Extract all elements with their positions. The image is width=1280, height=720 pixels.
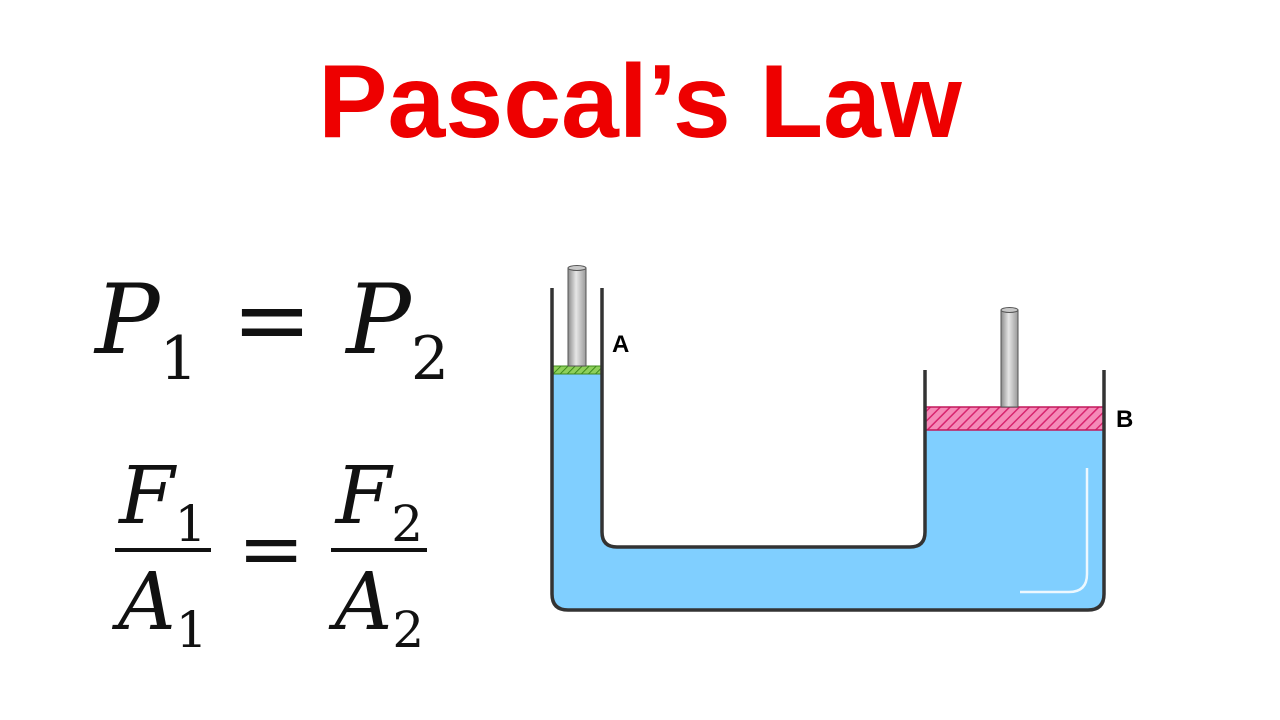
hydraulic-fluid <box>552 374 1104 610</box>
piston-a <box>551 365 603 375</box>
eq1-operator: = <box>231 264 313 376</box>
eq2-operator: = <box>237 502 305 595</box>
piston-b <box>924 406 1105 431</box>
left-num-var: F <box>119 449 175 542</box>
piston-b-label: B <box>1116 406 1133 433</box>
left-den-sub: 1 <box>175 601 208 659</box>
right-den-sub: 2 <box>392 601 425 659</box>
fluid-highlight <box>1020 468 1089 594</box>
left-num-sub: 1 <box>174 495 207 553</box>
left-fraction: F1 A1 <box>112 456 214 656</box>
right-num-sub: 2 <box>391 495 424 553</box>
left-den-var: A <box>118 555 176 648</box>
piston-a-rod-cap <box>567 265 587 271</box>
eq1-right-sub: 2 <box>410 324 449 394</box>
piston-b-rod-cap <box>1000 307 1019 313</box>
container-inner-walls <box>600 288 927 549</box>
page-title: Pascal’s Law <box>318 44 962 160</box>
left-numerator: F1 <box>113 456 212 550</box>
piston-a-label: A <box>612 331 629 358</box>
right-den-var: A <box>334 555 393 648</box>
pressure-equation: P1=P2 <box>95 272 449 389</box>
piston-a-rod <box>567 267 587 367</box>
right-num-var: F <box>335 449 392 542</box>
eq1-right-var: P <box>346 264 411 376</box>
right-fraction-bar <box>331 548 428 552</box>
right-numerator: F2 <box>330 456 429 550</box>
container-walls <box>550 288 1106 612</box>
force-area-equation: F1 A1 = F2 A2 <box>112 456 431 656</box>
left-denominator: A1 <box>112 552 214 656</box>
right-fraction: F2 A2 <box>329 456 431 656</box>
eq1-left-var: P <box>95 264 160 376</box>
piston-b-rod <box>1000 309 1019 408</box>
right-denominator: A2 <box>329 552 431 656</box>
eq1-left-sub: 1 <box>159 324 198 394</box>
left-fraction-bar <box>114 548 211 552</box>
